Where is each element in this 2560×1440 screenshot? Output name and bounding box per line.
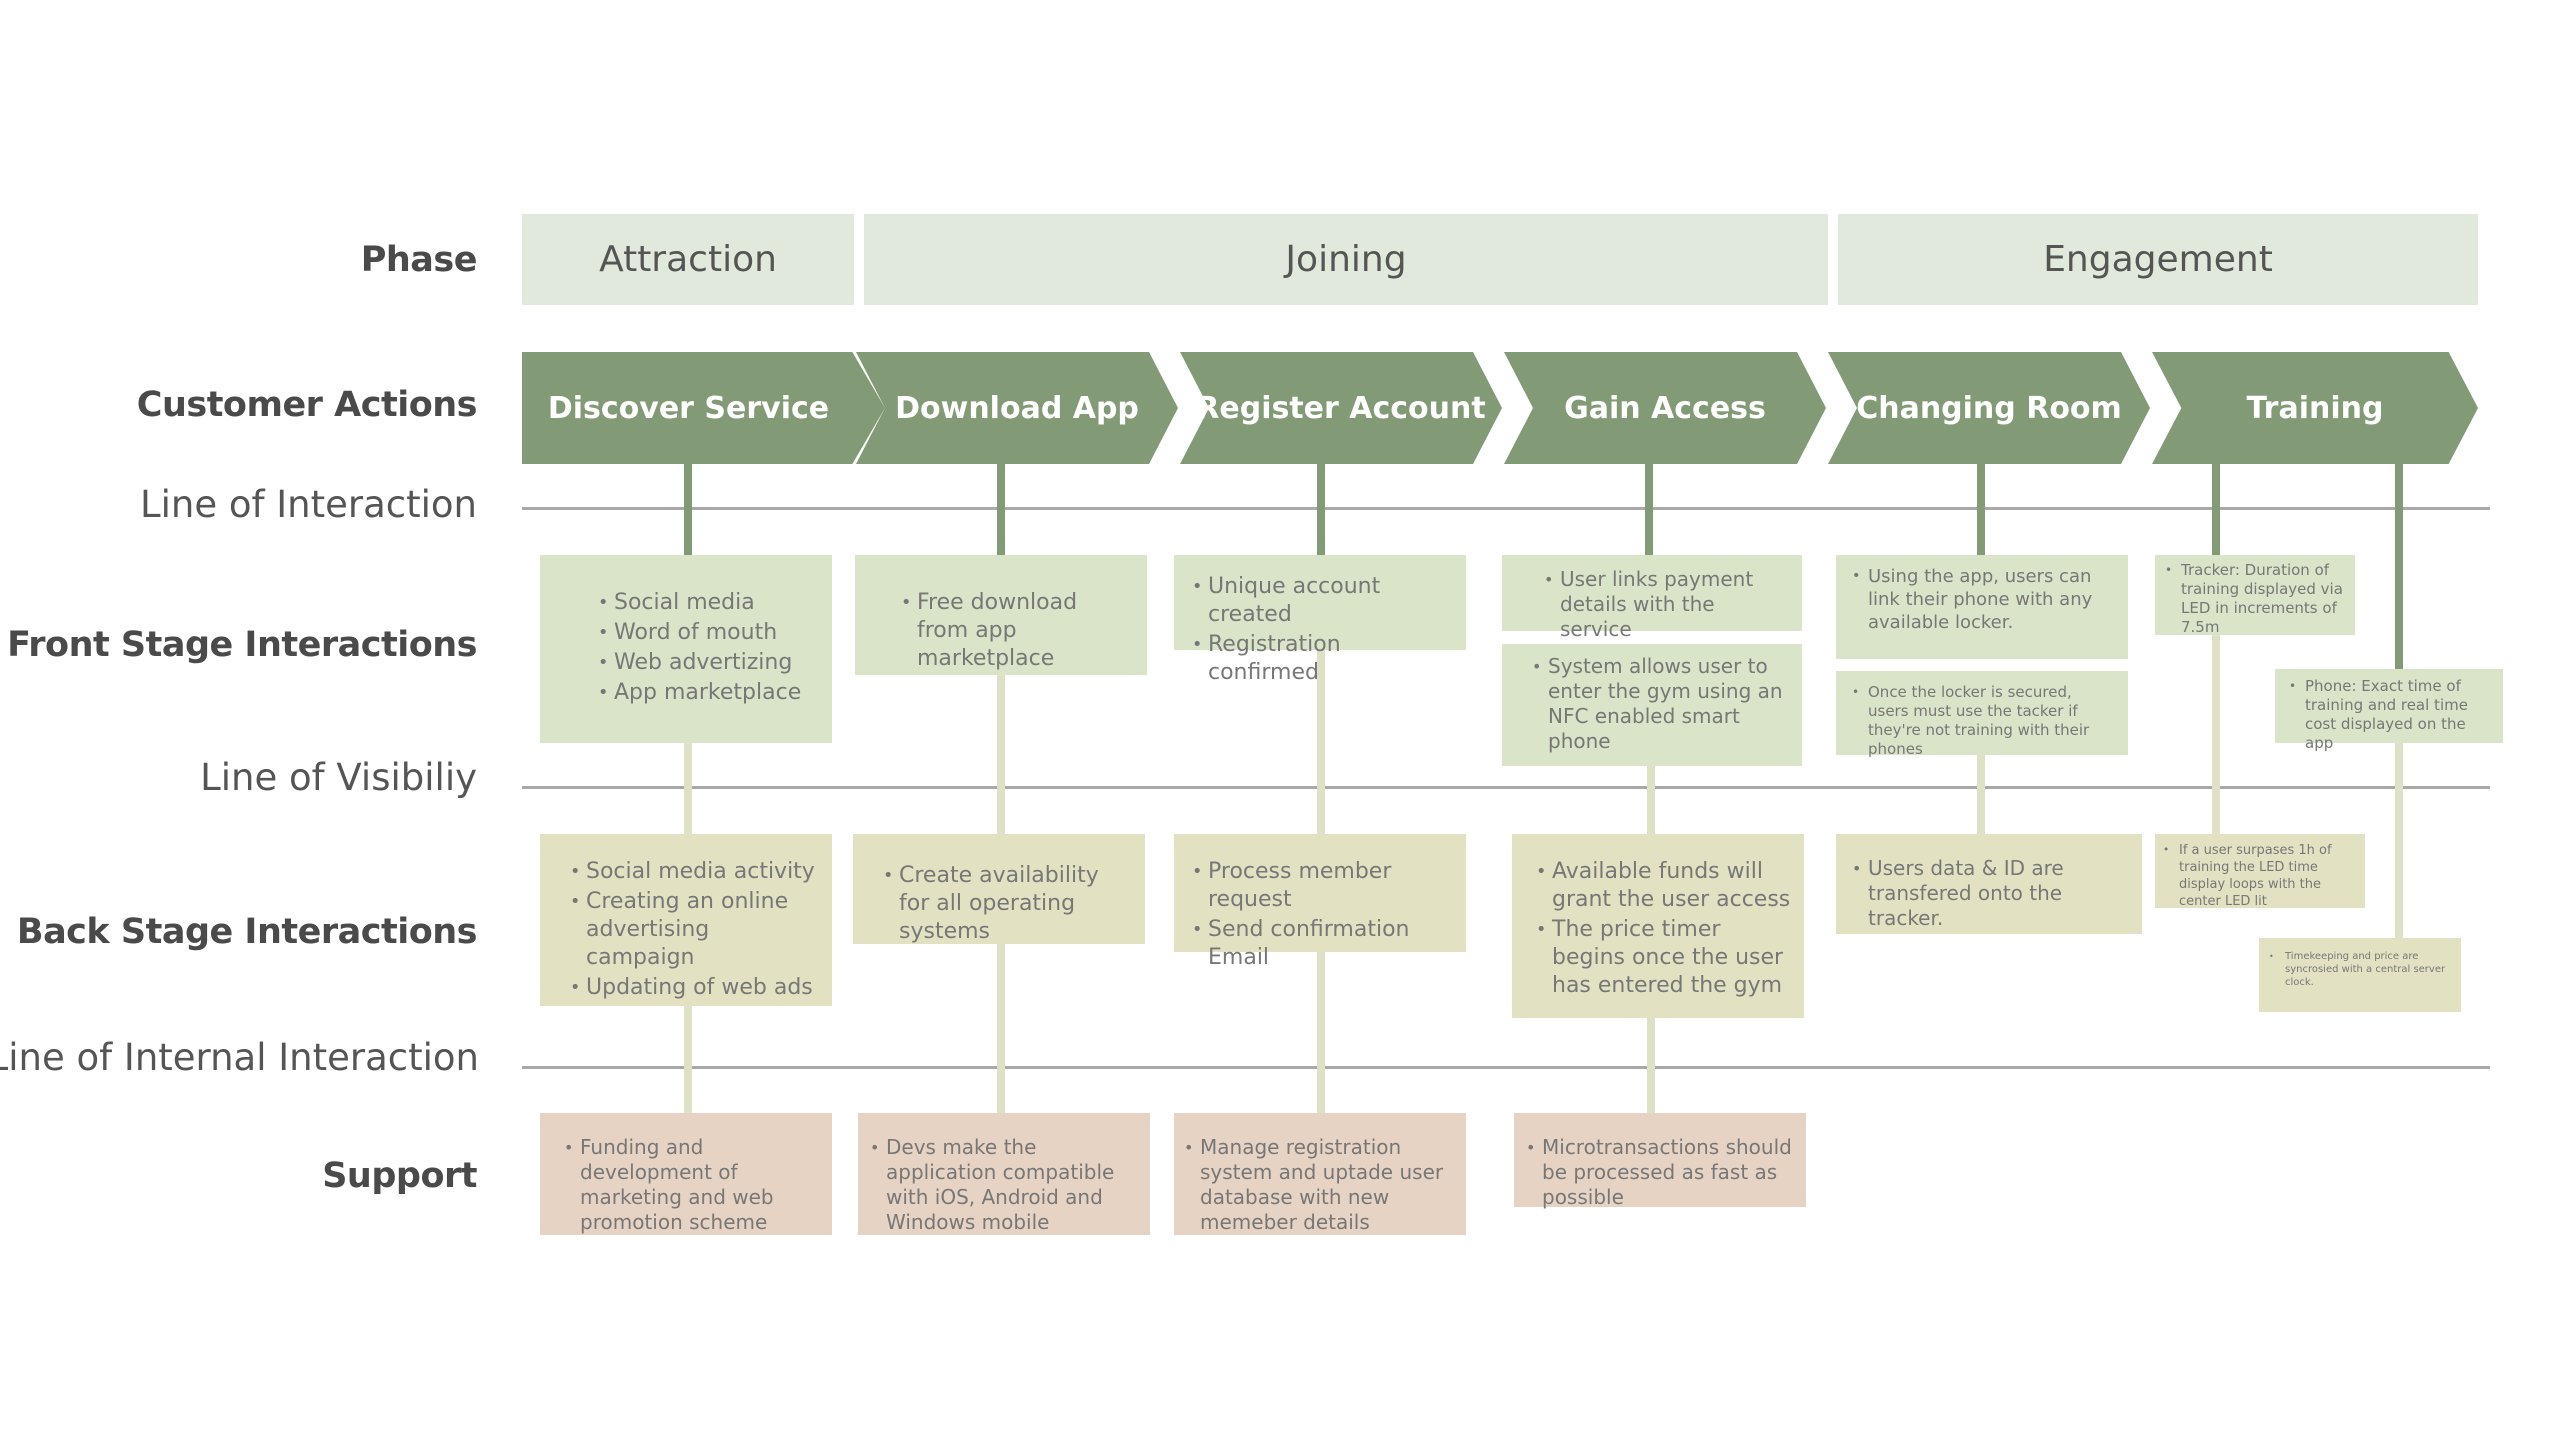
connector-training-1-dark [2212, 460, 2220, 556]
row-label-phase: Phase [360, 240, 478, 280]
bullet-item: Using the app, users can link their phon… [1852, 565, 2114, 634]
bullet-item: Updating of web ads [570, 974, 818, 1002]
bullet-item: Unique account created [1192, 573, 1452, 629]
bullet-item: Creating an online advertising campaign [570, 888, 818, 972]
connector-changing-dark [1977, 460, 1985, 556]
bullet-item: User links payment details with the serv… [1544, 567, 1788, 642]
bullet-item: Funding and development of marketing and… [564, 1135, 820, 1235]
back-stage-access: Available funds will grant the user acce… [1512, 834, 1804, 1018]
connector-training-2-dark [2395, 460, 2403, 670]
connector-register-dark [1317, 460, 1325, 556]
front-stage-register: Unique account createdRegistration confi… [1174, 555, 1466, 685]
phase-attraction: Attraction [522, 214, 854, 305]
support-download: Devs make the application compatible wit… [858, 1113, 1150, 1235]
phase-label: Attraction [599, 239, 777, 280]
back-stage-download: Create availability for all operating sy… [853, 834, 1145, 944]
action-discover-service: Discover Service [522, 352, 885, 464]
phase-joining: Joining [864, 214, 1828, 305]
line-of-visibility [522, 786, 2490, 789]
bullet-item: Word of mouth [598, 619, 812, 647]
connector-download-dark [997, 460, 1005, 556]
line-of-interaction [522, 507, 2490, 510]
row-label-customer-actions: Customer Actions [136, 385, 478, 425]
row-label-support: Support [322, 1156, 477, 1196]
back-stage-training-tracker: If a user surpases 1h of training the LE… [2155, 834, 2365, 910]
bullet-item: Users data & ID are transfered onto the … [1852, 856, 2132, 931]
row-label-line-of-visibility: Line of Visibiliy [200, 756, 477, 799]
bullet-item: Available funds will grant the user acce… [1536, 858, 1794, 914]
bullet-item: Process member request [1192, 858, 1456, 914]
front-stage-training-tracker: Tracker: Duration of training displayed … [2155, 555, 2355, 637]
bullet-item: App marketplace [598, 679, 812, 707]
bullet-item: Tracker: Duration of training displayed … [2165, 561, 2347, 637]
support-register: Manage registration system and uptade us… [1174, 1113, 1466, 1235]
bullet-item: Registration confirmed [1192, 631, 1452, 687]
front-stage-discover: Social mediaWord of mouthWeb advertizing… [540, 555, 832, 743]
front-stage-access-payment: User links payment details with the serv… [1502, 555, 1802, 641]
bullet-item: Once the locker is secured, users must u… [1852, 683, 2114, 759]
bullet-item: Social media [598, 589, 812, 617]
row-label-front-stage: Front Stage Interactions [7, 625, 477, 665]
bullet-item: System allows user to enter the gym usin… [1532, 654, 1788, 754]
back-stage-register: Process member requestSend confirmation … [1174, 834, 1466, 970]
action-label: Register Account [1196, 390, 1486, 426]
support-access: Microtransactions should be processed as… [1514, 1113, 1806, 1210]
bullet-item: Free download from app marketplace [901, 589, 1131, 673]
bullet-item: The price timer begins once the user has… [1536, 916, 1794, 1000]
back-stage-discover: Social media activityCreating an online … [540, 834, 832, 1006]
action-label: Training [2246, 390, 2384, 426]
bullet-item: Microtransactions should be processed as… [1526, 1135, 1796, 1210]
front-stage-access-nfc: System allows user to enter the gym usin… [1502, 644, 1802, 766]
front-stage-download: Free download from app marketplace [855, 555, 1147, 675]
bullet-item: Send confirmation Email [1192, 916, 1456, 972]
front-stage-changing-tracker: Once the locker is secured, users must u… [1836, 671, 2128, 758]
bullet-item: Manage registration system and uptade us… [1184, 1135, 1456, 1235]
action-training: Training [2152, 352, 2478, 464]
support-discover: Funding and development of marketing and… [540, 1113, 832, 1235]
bullet-item: Social media activity [570, 858, 818, 886]
action-register-account: Register Account [1180, 352, 1502, 464]
connector-training-1-light [2212, 630, 2220, 840]
connector-training-2-light [2395, 735, 2403, 940]
connector-changing-light [1977, 750, 1985, 840]
phase-label: Joining [1285, 239, 1407, 280]
phase-engagement: Engagement [1838, 214, 2478, 305]
connector-access-dark [1645, 460, 1653, 556]
action-changing-room: Changing Room [1828, 352, 2150, 464]
bullet-item: Devs make the application compatible wit… [870, 1135, 1140, 1235]
bullet-item: If a user surpases 1h of training the LE… [2163, 842, 2357, 910]
back-stage-training-server: Timekeeping and price are syncrosied wit… [2259, 938, 2461, 1012]
bullet-item: Web advertizing [598, 649, 812, 677]
action-label: Gain Access [1564, 390, 1766, 426]
bullet-item: Create availability for all operating sy… [883, 862, 1131, 946]
front-stage-training-phone: Phone: Exact time of training and real t… [2275, 669, 2503, 752]
row-label-line-of-internal-interaction: Line of Internal Interaction [0, 1036, 479, 1079]
action-label: Changing Room [1856, 390, 2122, 426]
action-gain-access: Gain Access [1504, 352, 1826, 464]
front-stage-changing-link: Using the app, users can link their phon… [1836, 555, 2128, 659]
bullet-item: Phone: Exact time of training and real t… [2289, 677, 2495, 753]
action-label: Discover Service [547, 390, 830, 426]
bullet-item: Timekeeping and price are syncrosied wit… [2269, 950, 2453, 989]
action-download-app: Download App [856, 352, 1178, 464]
line-of-internal-interaction [522, 1066, 2490, 1069]
back-stage-changing: Users data & ID are transfered onto the … [1836, 834, 2142, 934]
row-label-back-stage: Back Stage Interactions [16, 912, 478, 952]
phase-label: Engagement [2043, 239, 2273, 280]
row-label-line-of-interaction: Line of Interaction [139, 483, 477, 526]
action-label: Download App [895, 390, 1139, 426]
connector-discover-dark [684, 460, 692, 556]
